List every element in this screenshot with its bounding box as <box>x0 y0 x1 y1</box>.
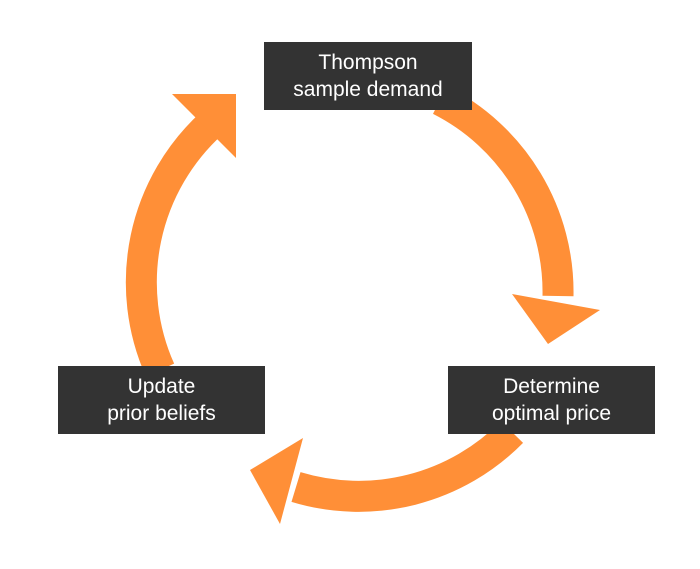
node-label-line2: optimal price <box>491 402 612 425</box>
node-label-line1: Determine <box>503 375 600 398</box>
node-update-prior-beliefs: Update prior beliefs <box>58 366 265 434</box>
arrow-to-thompson-sample <box>125 94 236 377</box>
node-thompson-sample-demand: Thompson sample demand <box>264 42 472 110</box>
node-label-line1: Thompson <box>318 51 418 74</box>
node-label-line1: Update <box>127 375 196 398</box>
node-determine-optimal-price: Determine optimal price <box>448 366 655 434</box>
node-label-line2: prior beliefs <box>107 402 216 425</box>
arrow-to-determine-price <box>432 86 600 344</box>
arrow-to-update-beliefs <box>250 421 524 524</box>
node-label-line2: sample demand <box>293 78 443 101</box>
